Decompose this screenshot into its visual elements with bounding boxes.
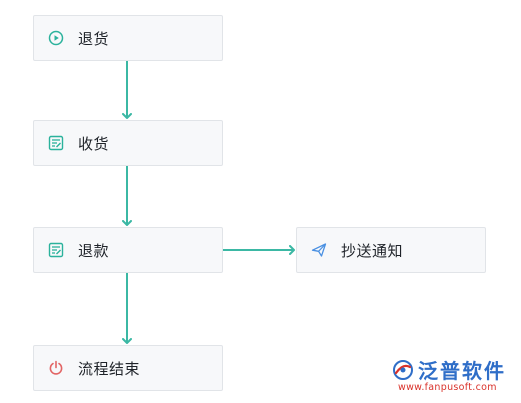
paper-plane-icon [310, 241, 328, 259]
node-label: 收货 [78, 134, 110, 153]
flow-node-return[interactable]: 退货 [33, 15, 223, 61]
node-label: 退款 [78, 241, 110, 260]
flow-node-refund[interactable]: 退款 [33, 227, 223, 273]
brand-name: 泛普软件 [418, 359, 506, 383]
brand-logo-icon [392, 359, 414, 385]
flow-node-end[interactable]: 流程结束 [33, 345, 223, 391]
node-label: 流程结束 [78, 359, 141, 378]
flow-node-cc-notify[interactable]: 抄送通知 [296, 227, 486, 273]
node-label: 退货 [78, 29, 110, 48]
form-edit-icon [47, 134, 65, 152]
brand-watermark: 泛普软件 www.fanpusoft.com [392, 355, 517, 401]
form-edit-icon [47, 241, 65, 259]
flow-node-receive[interactable]: 收货 [33, 120, 223, 166]
brand-url: www.fanpusoft.com [398, 382, 497, 393]
power-icon [47, 359, 65, 377]
play-circle-icon [47, 29, 65, 47]
node-label: 抄送通知 [341, 241, 404, 260]
